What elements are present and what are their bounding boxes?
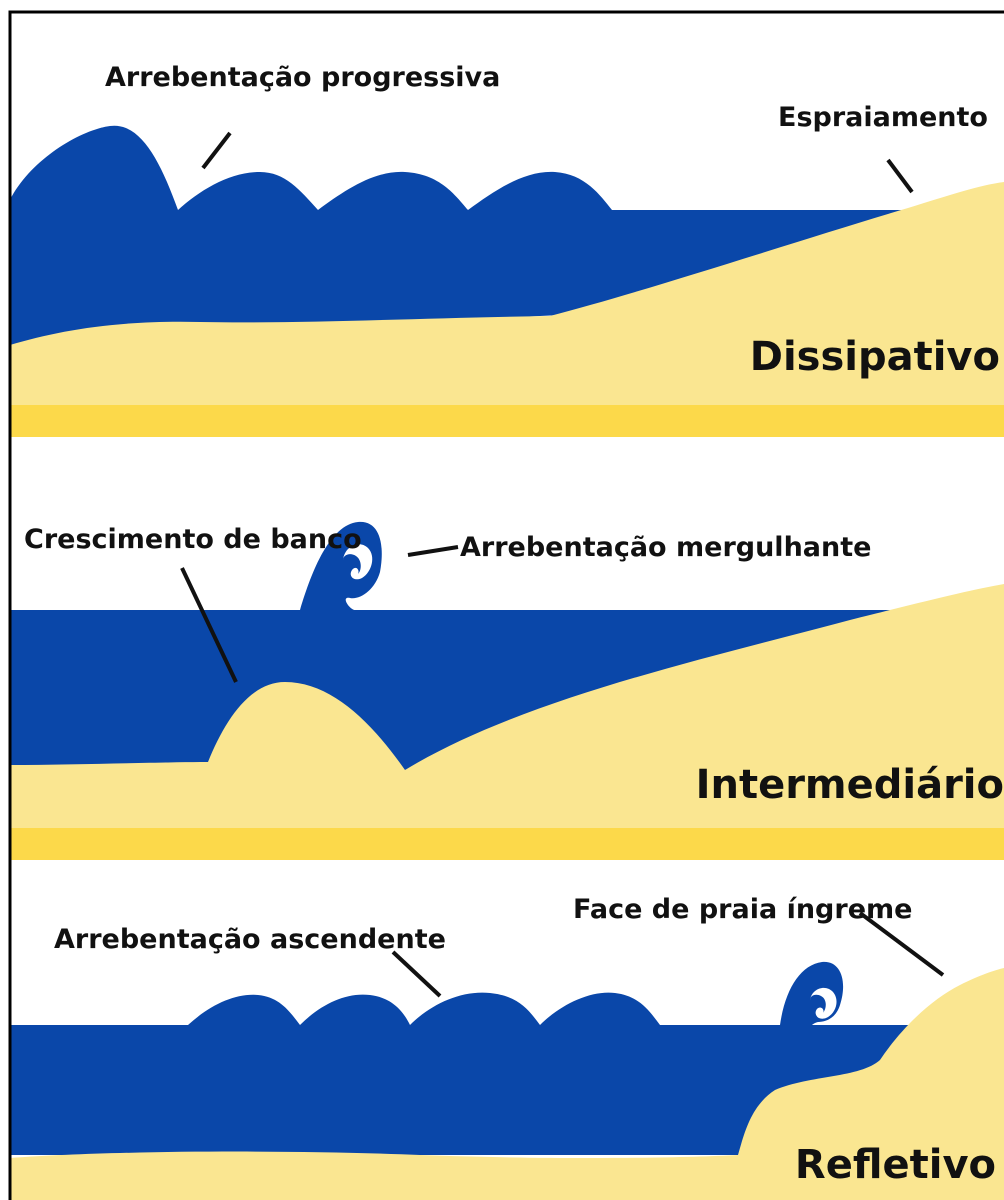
- mergulhante-pointer-line: [407, 545, 459, 557]
- intermediate-sand: [10, 584, 1004, 830]
- annotation-crescimento-de-banco: Crescimento de banco: [24, 524, 362, 555]
- annotation-espraiamento: Espraiamento: [778, 102, 988, 133]
- progressiva-pointer-line: [201, 131, 232, 170]
- ingreme-pointer-line: [858, 911, 945, 977]
- outer-frame: [8, 10, 1004, 1200]
- reflective-curl-hole: [810, 987, 837, 1019]
- label-dissipativo: Dissipativo: [750, 334, 1000, 380]
- annotation-arrebentacao-ascendente: Arrebentação ascendente: [54, 924, 446, 955]
- dissipative-water: [10, 125, 910, 350]
- annotation-arrebentacao-mergulhante: Arrebentação mergulhante: [460, 532, 871, 563]
- dissipative-sand: [10, 182, 1004, 405]
- separator-band-2: [10, 828, 1004, 860]
- annotation-face-de-praia-ingreme: Face de praia íngreme: [573, 894, 912, 925]
- plunging-curl-hole: [343, 544, 373, 580]
- panel-reflective: Arrebentação ascendente Face de praia ín…: [10, 894, 1004, 1200]
- panel-dissipative: Arrebentação progressiva Espraiamento Di…: [10, 62, 1004, 405]
- espraiamento-pointer-line: [886, 158, 914, 194]
- banco-pointer-line: [180, 567, 238, 683]
- label-intermediario: Intermediário: [696, 762, 1004, 808]
- reflective-sand: [10, 968, 1004, 1200]
- reflective-water: [10, 961, 930, 1155]
- annotation-arrebentacao-progressiva: Arrebentação progressiva: [105, 62, 500, 93]
- label-refletivo: Refletivo: [795, 1142, 996, 1188]
- ascendente-pointer-line: [391, 950, 442, 998]
- panel-intermediate: Crescimento de banco Arrebentação mergul…: [10, 521, 1004, 830]
- separator-band-1: [10, 405, 1004, 437]
